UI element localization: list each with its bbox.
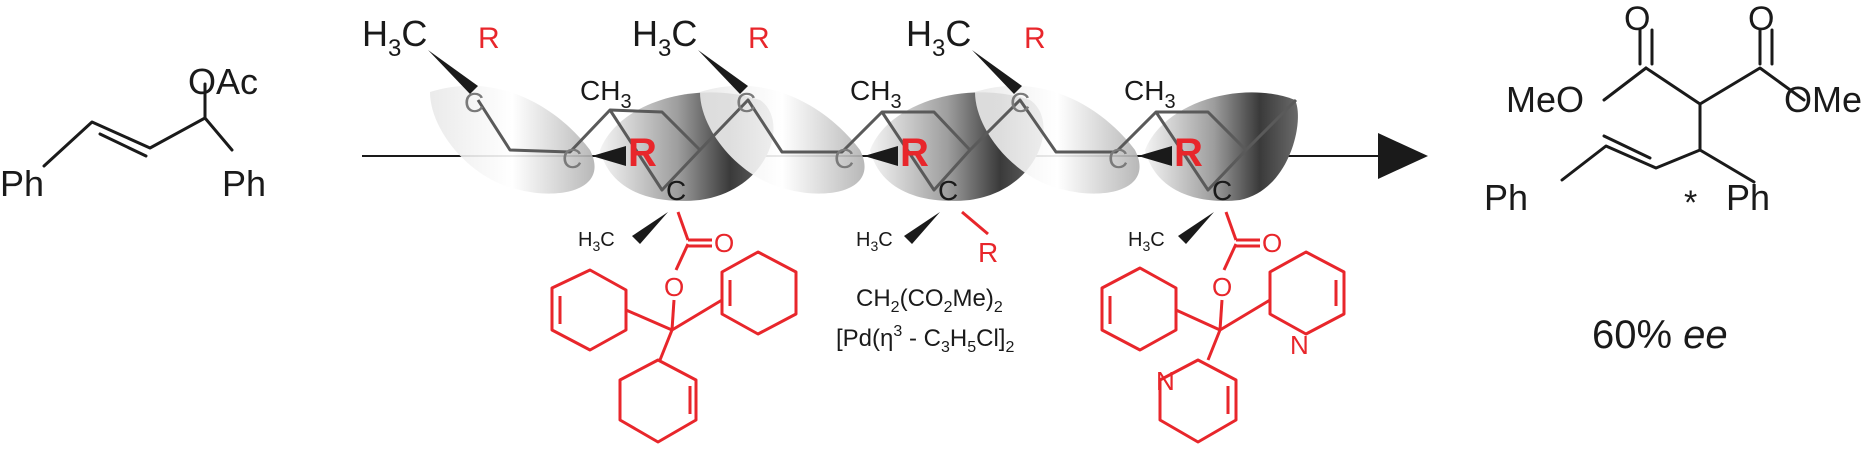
helix-unit-3: H3C R C CH3 C R C H3C [906, 13, 1232, 254]
unit3-c-top: C [1010, 87, 1030, 118]
unit2-c-top: C [736, 87, 756, 118]
unit2-ch3: CH3 [850, 75, 902, 113]
unit3-c-low: C [1212, 175, 1232, 206]
helix-unit-2: H3C R C CH3 C R C H3C R [632, 13, 998, 268]
unit1-c-top: C [464, 87, 484, 118]
pyridine-n-1: N [1290, 330, 1309, 360]
unit3-r-big: R [1174, 131, 1203, 175]
helix-ribbon [430, 85, 1298, 201]
unit2-r-top: R [748, 22, 770, 55]
product-structure: O O MeO OMe Ph * Ph [1484, 0, 1862, 222]
unit1-ch3: CH3 [580, 75, 632, 113]
trityl-ester-group: O O [550, 211, 798, 444]
unit3-c-mid: C [1108, 143, 1128, 174]
conditions-catalyst: [Pd(η3 - C3H5Cl]2 [836, 323, 1014, 356]
helix-backbone [476, 98, 1298, 192]
pyridine-n-2: N [1156, 366, 1175, 396]
unit1-c-mid: C [562, 143, 582, 174]
phenyl-ring-2 [720, 250, 798, 336]
product-meo: MeO [1506, 79, 1584, 120]
unit1-methyl-label: H3C [362, 13, 427, 62]
unit3-h3c: H3C [1128, 229, 1165, 254]
unit1-r-big: R [628, 131, 657, 175]
phenyl-ring-1 [550, 268, 628, 352]
product-ome: OMe [1784, 79, 1862, 120]
ester2-carbonyl-o: O [1262, 228, 1282, 258]
reactant-structure: OAc Ph Ph [0, 61, 266, 204]
product-o-top-right: O [1748, 0, 1774, 38]
ester1-alkoxy-o: O [664, 272, 684, 302]
unit1-r-top: R [478, 22, 500, 55]
reaction-conditions: CH2(CO2Me)2 [Pd(η3 - C3H5Cl]2 [836, 285, 1014, 356]
unit2-h3c: H3C [856, 229, 893, 254]
helix-unit-1: H3C R C CH3 C R C H3C [362, 13, 686, 254]
pyridine-ring-1 [1268, 250, 1346, 336]
unit2-r-big: R [900, 131, 929, 175]
conditions-malonate: CH2(CO2Me)2 [856, 285, 1003, 316]
unit2-c-low: C [938, 175, 958, 206]
unit2-c-mid: C [834, 143, 854, 174]
enantiomeric-excess-result: 60% ee [1592, 313, 1728, 357]
ester1-carbonyl-o: O [714, 228, 734, 258]
unit3-methyl-label: H3C [906, 13, 971, 62]
product-ph-right: Ph [1726, 177, 1770, 218]
unit1-c-low: C [666, 175, 686, 206]
unit3-ch3: CH3 [1124, 75, 1176, 113]
unit2-methyl-label: H3C [632, 13, 697, 62]
product-ph-left: Ph [1484, 177, 1528, 218]
dipyridyl-ester-group: O O N N [1100, 211, 1346, 444]
unit3-r-top: R [1024, 22, 1046, 55]
pyridine-ring-2 [1158, 358, 1238, 444]
reactant-ph-left: Ph [0, 163, 44, 204]
unit2-r-low: R [978, 237, 998, 268]
product-stereocenter-star: * [1684, 184, 1697, 222]
reactant-ph-right: Ph [222, 163, 266, 204]
oac-label: OAc [188, 61, 258, 102]
product-o-top-left: O [1624, 0, 1650, 38]
phenyl-ring-4 [1100, 266, 1178, 352]
ester2-alkoxy-o: O [1212, 272, 1232, 302]
unit1-h3c: H3C [578, 229, 615, 254]
phenyl-ring-3 [618, 358, 698, 444]
